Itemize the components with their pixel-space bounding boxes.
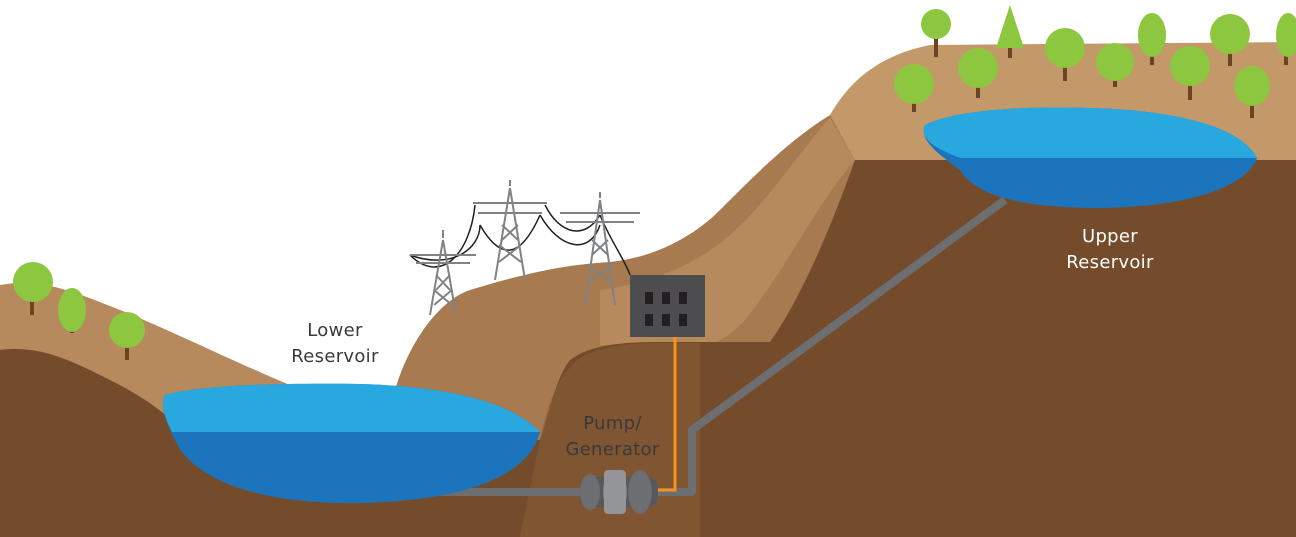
pump-generator-label: Pump/ Generator [545, 411, 680, 463]
lower-reservoir-label-line2: Reservoir [291, 346, 379, 367]
upper-reservoir-label: Upper Reservoir [1045, 224, 1175, 276]
penstock-pipe [655, 196, 1008, 496]
pump-generator-label-line1: Pump/ [583, 413, 642, 434]
pump-generator-label-line2: Generator [565, 439, 660, 460]
tree-icon [894, 5, 1296, 118]
lower-reservoir-label: Lower Reservoir [270, 318, 400, 370]
power-building-icon [630, 275, 705, 337]
upper-reservoir-label-line2: Reservoir [1066, 252, 1154, 273]
lower-reservoir-label-line1: Lower [307, 320, 363, 341]
transmission-tower-icon [410, 180, 640, 316]
lower-reservoir [162, 383, 540, 504]
upper-reservoir-label-line1: Upper [1081, 226, 1138, 247]
turbine-icon [580, 470, 658, 514]
power-cable [650, 335, 677, 492]
tree-icon [13, 262, 145, 360]
upper-reservoir [923, 107, 1257, 208]
